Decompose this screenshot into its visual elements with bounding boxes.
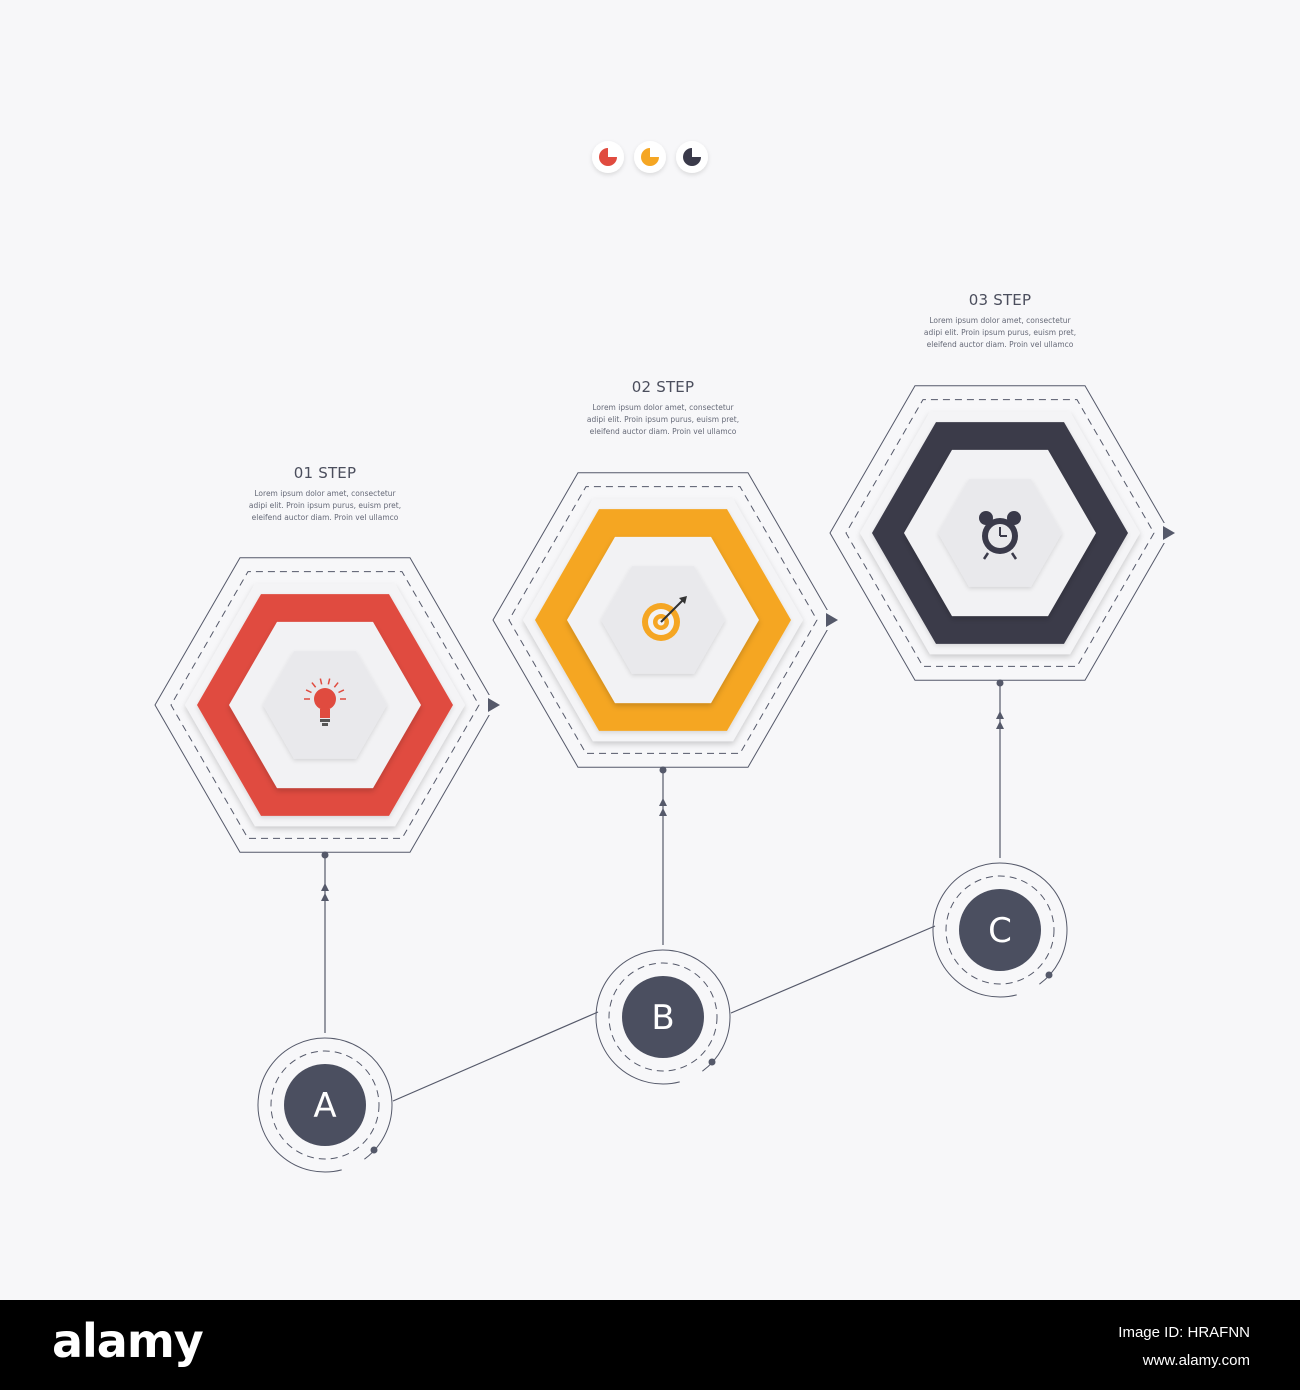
up-arrow-icon — [996, 711, 1004, 719]
step-03-text: 03 STEP Lorem ipsum dolor amet, consecte… — [890, 291, 1110, 351]
up-arrow-icon — [659, 798, 667, 806]
hexagon-outline — [829, 385, 1171, 681]
marker-outline — [932, 862, 1068, 998]
bulb-ray — [327, 678, 331, 685]
step-description: Lorem ipsum dolor amet, consectetur adip… — [578, 402, 748, 438]
up-arrow-icon — [659, 808, 667, 816]
step-02-text: 02 STEP Lorem ipsum dolor amet, consecte… — [553, 378, 773, 438]
image-id: Image ID: HRAFNN — [1118, 1324, 1250, 1341]
marker-c: C — [932, 862, 1068, 998]
marker-end-dot — [708, 1058, 716, 1066]
connector-dot — [659, 766, 667, 774]
up-arrow-icon — [321, 883, 329, 891]
diagonal-connector — [730, 925, 936, 1014]
arrow-right-icon — [488, 698, 500, 712]
arrow-right-icon — [826, 613, 838, 627]
connector-dot — [996, 679, 1004, 687]
marker-end-dot — [1045, 971, 1053, 979]
marker-letter: A — [313, 1086, 336, 1126]
up-arrow-icon — [321, 893, 329, 901]
marker-dashed-ring — [270, 1050, 380, 1160]
color-palette — [592, 141, 708, 173]
marker-end-dot — [370, 1146, 378, 1154]
marker-disc — [959, 889, 1041, 971]
marker-letter: C — [988, 911, 1012, 951]
hexagon-dashed — [508, 486, 818, 754]
marker-dashed-ring — [945, 875, 1055, 985]
clock-leg — [1010, 552, 1018, 560]
clock-bell — [1007, 511, 1021, 525]
step-markers: A B C — [257, 862, 1068, 1173]
lightbulb-icon — [304, 678, 346, 726]
marker-b: B — [595, 949, 731, 1085]
step-title: 03 STEP — [968, 291, 1032, 309]
step-description: Lorem ipsum dolor amet, consectetur adip… — [915, 315, 1085, 351]
dart-shaft — [660, 599, 684, 623]
step-description-line: Lorem ipsum dolor amet, consectetur — [254, 489, 396, 498]
clock-leg — [982, 552, 990, 560]
bulb-ray — [311, 682, 317, 688]
step-01-text: 01 STEP Lorem ipsum dolor amet, consecte… — [215, 464, 435, 524]
bulb-base — [320, 719, 330, 722]
bulb-ray — [305, 689, 312, 694]
step-03-hexagon — [829, 385, 1180, 681]
palette-dot — [592, 141, 624, 173]
step-description: Lorem ipsum dolor amet, consectetur adip… — [240, 488, 410, 524]
step-diagram: A B C — [154, 141, 1180, 1173]
step-description-line: adipi elit. Proin ipsum purus, euism pre… — [923, 328, 1077, 337]
arrow-right-icon — [1163, 526, 1175, 540]
hexagon-outline — [154, 557, 496, 853]
hexagon-dashed — [170, 571, 480, 839]
marker-disc — [284, 1064, 366, 1146]
bulb-ray — [319, 678, 323, 685]
marker-outline — [257, 1037, 393, 1173]
marker-a: A — [257, 1037, 393, 1173]
alamy-logo: alamy — [52, 1314, 204, 1368]
marker-dashed-ring — [608, 962, 718, 1072]
target-icon — [642, 596, 687, 641]
marker-disc — [622, 976, 704, 1058]
connector-lines — [321, 679, 1004, 1102]
hexagon-steps — [154, 385, 1180, 853]
bulb-ray — [333, 682, 339, 688]
step-01-hexagon — [154, 557, 505, 853]
step-description-line: Lorem ipsum dolor amet, consectetur — [592, 403, 734, 412]
palette-dot-fill — [599, 148, 617, 166]
step-description-line: eleifend auctor diam. Proin vel ullamco — [589, 427, 737, 436]
hexagon-dashed — [845, 399, 1155, 667]
step-description-line: adipi elit. Proin ipsum purus, euism pre… — [586, 415, 740, 424]
alarm-clock-icon — [979, 511, 1021, 560]
step-description-line: Lorem ipsum dolor amet, consectetur — [929, 316, 1071, 325]
palette-dot-fill — [641, 148, 659, 166]
marker-outline — [595, 949, 731, 1085]
bulb-tip — [322, 723, 328, 726]
bulb-glass — [314, 688, 336, 710]
palette-dot — [634, 141, 666, 173]
site-url: www.alamy.com — [1142, 1352, 1250, 1369]
bulb-neck — [320, 709, 330, 718]
diagonal-connector — [392, 1011, 599, 1102]
step-title: 02 STEP — [631, 378, 695, 396]
marker-letter: B — [651, 998, 674, 1038]
connector-dot — [321, 851, 329, 859]
clock-bell — [979, 511, 993, 525]
palette-dot-fill — [683, 148, 701, 166]
infographic-canvas: A B C 01 STEP Lorem ipsum dolor amet, cons… — [154, 141, 1180, 1173]
hexagon-outline — [492, 472, 834, 768]
bulb-ray — [338, 689, 345, 694]
up-arrow-icon — [996, 721, 1004, 729]
step-02-hexagon — [492, 472, 843, 768]
palette-dot — [676, 141, 708, 173]
step-description-line: eleifend auctor diam. Proin vel ullamco — [251, 513, 399, 522]
step-description-line: eleifend auctor diam. Proin vel ullamco — [926, 340, 1074, 349]
step-description-line: adipi elit. Proin ipsum purus, euism pre… — [248, 501, 402, 510]
dart-feather — [679, 596, 687, 604]
watermark-footer: alamy Image ID: HRAFNN www.alamy.com — [0, 1300, 1300, 1390]
step-title: 01 STEP — [293, 464, 357, 482]
